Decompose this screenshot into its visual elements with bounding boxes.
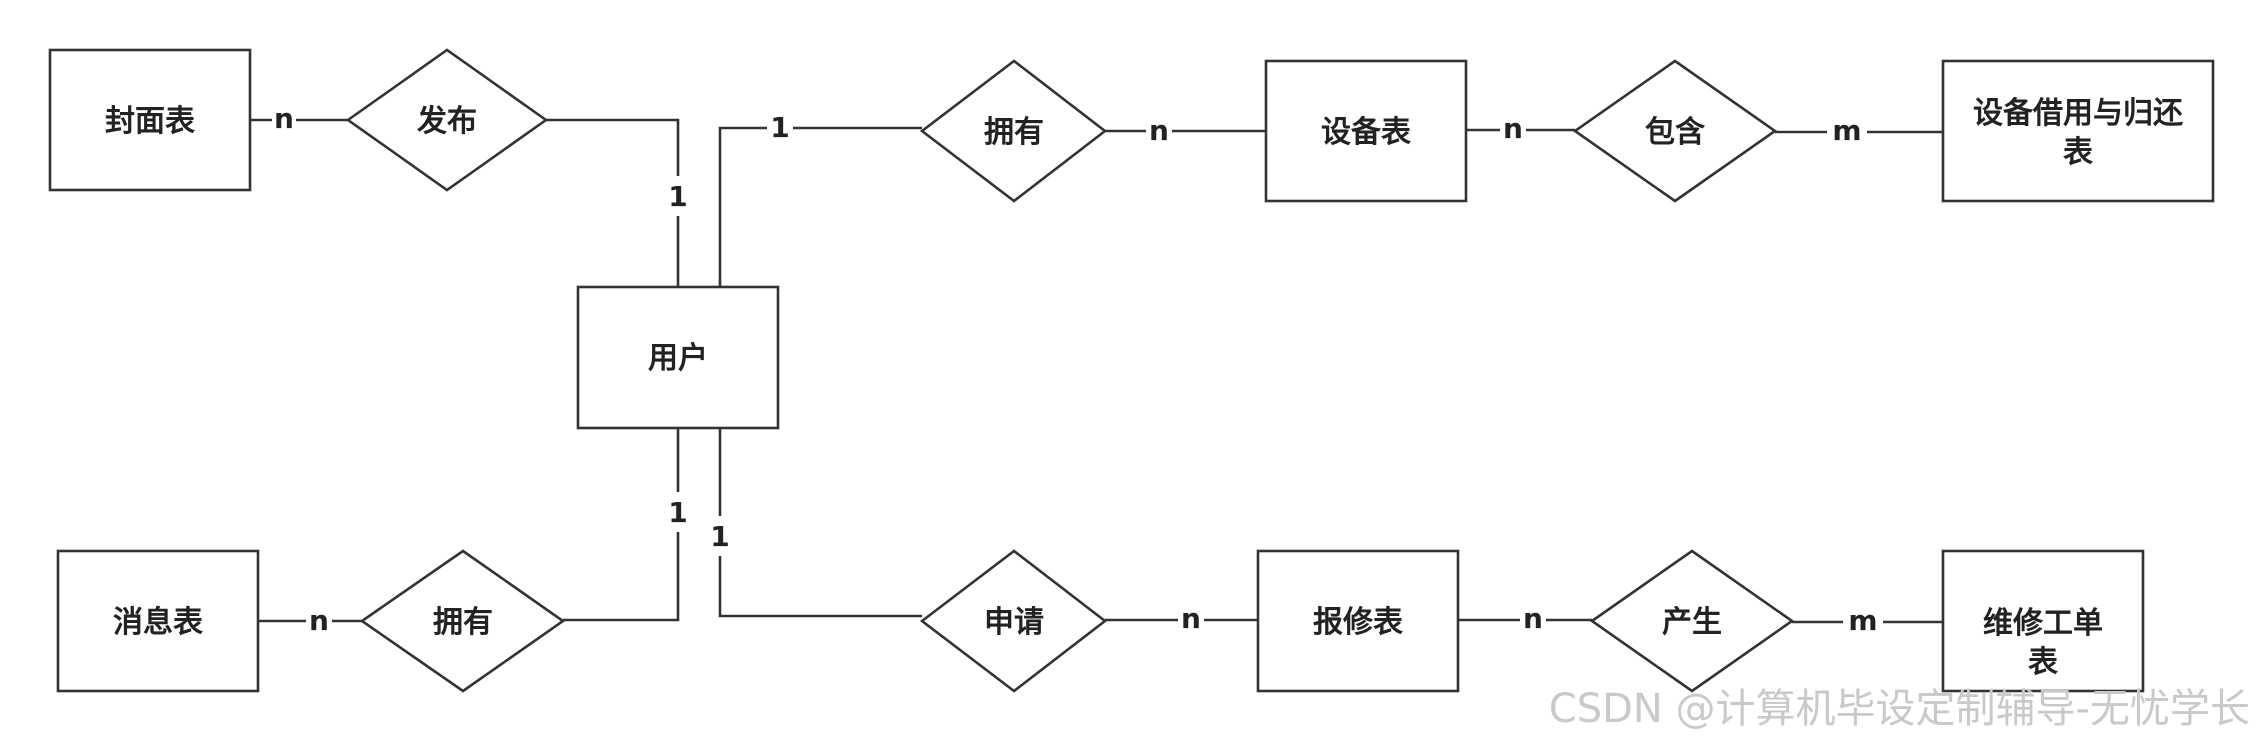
- cardinality-cover-publish: n: [274, 102, 294, 135]
- relationship-contain: 包含: [1572, 59, 1778, 203]
- relationship-own-equip-label: 拥有: [984, 115, 1044, 150]
- relationship-contain-label: 包含: [1645, 115, 1706, 150]
- cardinality-repair-produce: n: [1523, 602, 1543, 635]
- cardinality-user-own-message: 1: [668, 496, 687, 529]
- relationship-own-message: 拥有: [359, 549, 566, 693]
- cardinality-apply-repair: n: [1181, 602, 1201, 635]
- entity-repair-label: 报修表: [1313, 605, 1403, 640]
- cardinality-labels: n 1 1 n n m 1 n 1 n n m: [272, 100, 1883, 640]
- entity-workorder: 维修工单 表: [1941, 549, 2145, 693]
- entity-workorder-label-line2: 表: [2028, 645, 2058, 680]
- cardinality-equipment-contain: n: [1503, 112, 1523, 145]
- entity-equipment: 设备表: [1264, 59, 1468, 203]
- entity-message: 消息表: [56, 549, 260, 693]
- cardinality-user-apply: 1: [710, 520, 729, 553]
- entity-equipment-label: 设备表: [1321, 115, 1411, 150]
- user-own-equip-line: [718, 126, 922, 287]
- entity-borrow: 设备借用与归还 表: [1941, 59, 2215, 203]
- cardinality-contain-borrow: m: [1832, 114, 1861, 147]
- csdn-watermark: CSDN @计算机毕设定制辅导-无忧学长: [1548, 686, 2250, 732]
- cardinality-own-message-message: n: [309, 604, 329, 637]
- relationship-produce: 产生: [1589, 549, 1795, 693]
- entity-cover: 封面表: [48, 48, 252, 192]
- relationship-apply: 申请: [919, 549, 1108, 693]
- relationship-produce-label: 产生: [1662, 605, 1722, 640]
- entity-message-label: 消息表: [113, 605, 203, 640]
- relationship-publish-label: 发布: [416, 104, 477, 139]
- relationship-publish: 发布: [345, 48, 549, 192]
- entity-cover-label: 封面表: [105, 104, 195, 139]
- entity-repair: 报修表: [1256, 549, 1460, 693]
- connectors: [250, 118, 1943, 624]
- entity-user-label: 用户: [648, 341, 708, 376]
- relationship-apply-label: 申请: [984, 605, 1044, 640]
- cardinality-own-equip-equipment: n: [1149, 114, 1169, 147]
- entity-borrow-label: 设备借用与归还: [1973, 96, 2184, 131]
- cardinality-publish-user: 1: [668, 180, 687, 213]
- entity-borrow-label-line2: 表: [2063, 135, 2093, 170]
- relationship-own-message-label: 拥有: [433, 605, 493, 640]
- user-apply-line: [718, 428, 922, 618]
- relationship-own-equip: 拥有: [919, 59, 1108, 203]
- user-own-message-line: [563, 428, 680, 622]
- cardinality-user-own-equip: 1: [770, 111, 789, 144]
- cardinality-produce-workorder: m: [1848, 604, 1877, 637]
- publish-user-line: [546, 118, 680, 287]
- entity-user: 用户: [576, 285, 780, 430]
- entity-workorder-label: 维修工单: [1983, 606, 2103, 641]
